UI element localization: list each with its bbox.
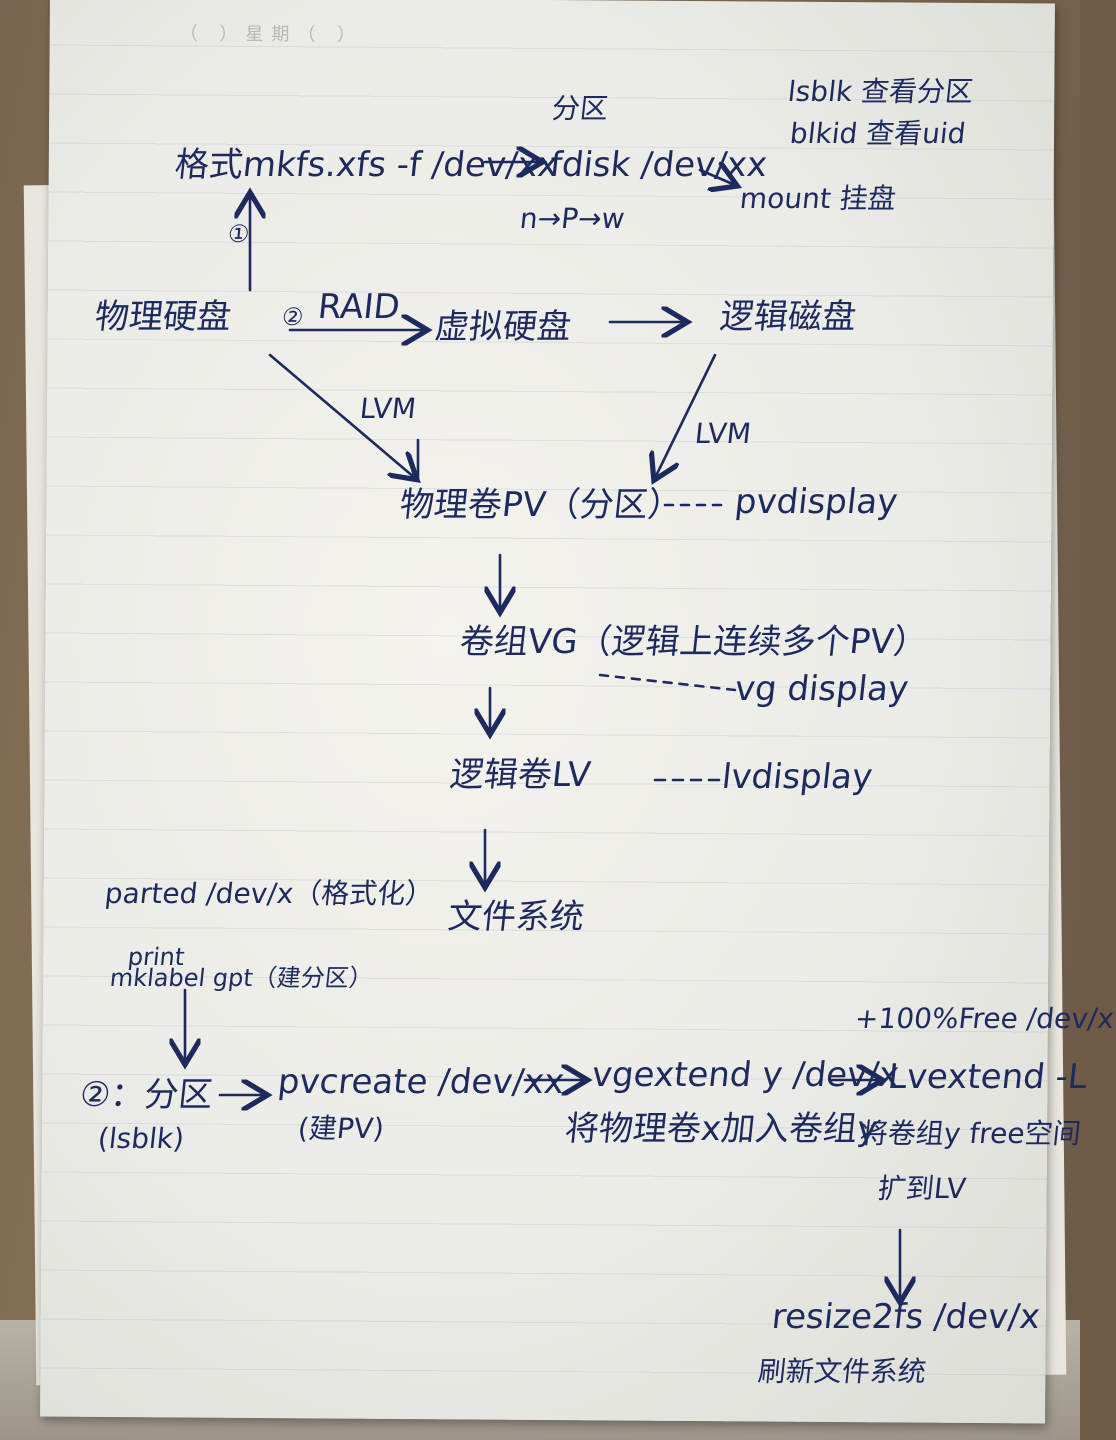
note-lvdisplay: lvdisplay <box>719 757 875 797</box>
note-fdisk-keys: n→P→w <box>518 202 627 235</box>
note-lsblk-paren: (lsblk) <box>96 1122 186 1155</box>
note-blkid: blkid 查看uid <box>788 117 968 150</box>
ink-arrows <box>0 0 1080 1440</box>
note-filesystem: 文件系统 <box>445 897 587 937</box>
note-parted: parted /dev/x（格式化） <box>103 877 436 910</box>
note-pvcreate-note: (建PV) <box>296 1112 386 1145</box>
note-lvextend-note1: 将卷组y free空间 <box>858 1117 1083 1150</box>
note-circle-2: ② <box>280 303 305 331</box>
note-virtual-disk: 虚拟硬盘 <box>432 307 574 347</box>
arrow-fdisk-to-mount <box>698 170 735 185</box>
note-mklabel: mklabel gpt（建分区） <box>108 964 375 992</box>
note-lv: 逻辑卷LV <box>447 755 593 795</box>
note-circle-1: ① <box>226 220 251 248</box>
note-step-partition: ②：分区 <box>77 1075 215 1115</box>
note-resize: resize2fs /dev/x <box>769 1297 1042 1337</box>
note-format-cmd: 格式mkfs.xfs -f /dev/xx <box>172 145 560 185</box>
note-pvcreate: pvcreate /dev/xx <box>275 1062 567 1102</box>
note-pvdisplay: pvdisplay <box>732 482 900 522</box>
note-physical-disk: 物理硬盘 <box>92 297 234 337</box>
note-pv: 物理卷PV（分区） <box>397 485 684 525</box>
note-partition-label: 分区 <box>550 92 610 125</box>
note-mount: mount 挂盘 <box>738 182 898 215</box>
note-vgextend: vgextend y /dev/x <box>589 1055 902 1095</box>
note-vgextend-note: 将物理卷x加入卷组y <box>562 1109 880 1149</box>
note-vg: 卷组VG（逻辑上连续多个PV） <box>457 622 930 662</box>
note-resize-note: 刷新文件系统 <box>756 1355 928 1388</box>
note-logical-disk: 逻辑磁盘 <box>717 297 859 337</box>
note-free: +100%Free /dev/x <box>853 1002 1116 1035</box>
note-lvm-right: LVM <box>693 417 753 450</box>
note-lvextend-note2: 扩到LV <box>876 1172 968 1205</box>
note-fdisk-cmd: fdisk /dev/xx <box>547 145 770 185</box>
note-lsblk: lsblk 查看分区 <box>786 75 975 108</box>
arrow-logical-to-pv <box>655 353 717 478</box>
note-vgdisplay: vg display <box>732 669 911 709</box>
note-raid: RAID <box>315 287 402 327</box>
note-lvm-left: LVM <box>358 392 418 425</box>
arrow-disk-to-pv <box>268 353 415 478</box>
note-lvextend: Lvextend -L <box>885 1057 1090 1097</box>
dash-vgdisplay <box>598 673 737 692</box>
